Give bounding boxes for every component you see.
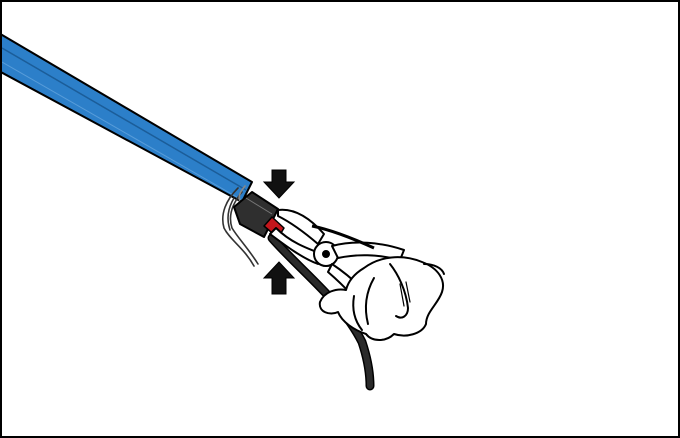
hand (318, 256, 445, 341)
black-wire-lead (267, 233, 375, 391)
braid-wire (222, 185, 259, 267)
up-arrow (262, 261, 296, 295)
down-arrow (262, 169, 296, 199)
heating-cable (2, 33, 253, 203)
